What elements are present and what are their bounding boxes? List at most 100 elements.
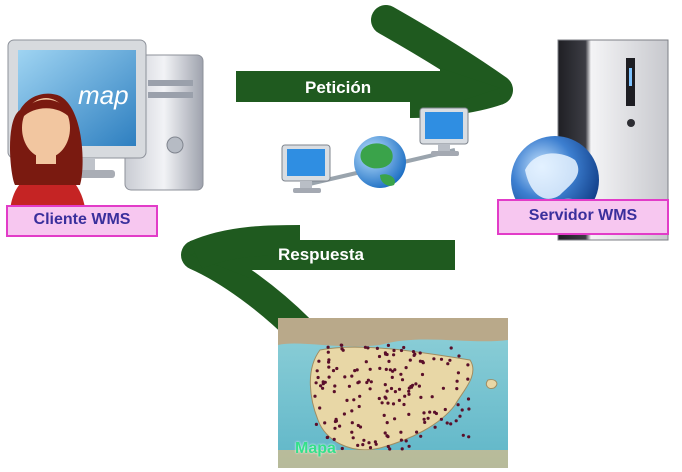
map-station-dot: [334, 417, 338, 421]
map-station-dot: [387, 359, 391, 363]
map-station-dot: [467, 407, 471, 411]
map-station-dot: [347, 384, 351, 388]
map-station-dot: [466, 363, 470, 367]
map-station-dot: [357, 380, 361, 384]
map-station-dot: [449, 346, 453, 350]
map-station-dot: [402, 345, 406, 350]
map-station-dot: [342, 412, 346, 416]
map-station-dot: [384, 367, 388, 371]
map-station-dot: [355, 368, 359, 372]
map-image: [278, 318, 508, 468]
map-station-dot: [441, 386, 445, 390]
map-station-dot: [327, 365, 331, 369]
map-station-dot: [418, 351, 422, 355]
map-station-dot: [385, 421, 389, 425]
map-station-dot: [393, 390, 397, 394]
map-station-dot: [399, 430, 403, 434]
map-station-dot: [356, 423, 360, 428]
map-station-dot: [423, 420, 427, 424]
map-station-dot: [368, 446, 373, 450]
map-caption: Mapa: [295, 440, 336, 457]
map-station-dot: [363, 345, 367, 349]
map-station-dot: [397, 398, 401, 402]
map-station-dot: [407, 412, 411, 416]
map-station-dot: [317, 359, 321, 363]
map-station-dot: [362, 438, 366, 442]
map-station-dot: [315, 369, 319, 373]
monitor-logo-text: map: [78, 80, 129, 110]
map-station-dot: [365, 380, 369, 385]
server-label: Servidor WMS: [497, 199, 669, 235]
map-station-dot: [439, 417, 443, 421]
map-station-dot: [343, 375, 347, 379]
map-station-dot: [460, 408, 464, 412]
map-station-dot: [331, 369, 336, 373]
map-station-dot: [351, 436, 355, 440]
map-station-dot: [386, 343, 390, 347]
map-station-dot: [319, 384, 323, 388]
client-label: Cliente WMS: [6, 205, 158, 237]
map-station-dot: [377, 396, 381, 401]
map-station-dot: [388, 447, 392, 451]
map-station-dot: [383, 431, 387, 435]
map-station-dot: [455, 387, 459, 391]
map-station-dot: [316, 375, 320, 380]
map-station-dot: [399, 348, 404, 353]
map-station-dot: [404, 366, 408, 370]
map-station-dot: [408, 358, 412, 362]
map-station-dot: [455, 379, 459, 383]
map-station-dot: [439, 357, 444, 361]
map-station-dot: [446, 362, 450, 366]
map-station-dot: [389, 386, 394, 391]
map-station-dot: [333, 384, 337, 388]
map-station-dot: [377, 354, 382, 359]
request-label: Petición: [305, 78, 372, 97]
map-station-dot: [340, 343, 344, 347]
map-station-dot: [374, 442, 378, 446]
network-monitor-left-icon: [281, 144, 331, 193]
map-station-dot: [391, 402, 396, 406]
map-station-dot: [388, 368, 392, 372]
map-station-dot: [407, 389, 411, 393]
map-station-dot: [314, 381, 318, 385]
map-station-dot: [430, 395, 434, 399]
map-station-dot: [340, 347, 344, 351]
map-station-dot: [397, 387, 402, 391]
map-station-dot: [318, 406, 322, 410]
map-station-dot: [461, 433, 465, 437]
map-station-dot: [390, 375, 394, 379]
map-station-dot: [457, 354, 461, 358]
map-station-dot: [467, 435, 471, 439]
map-station-dot: [411, 350, 416, 354]
map-station-dot: [373, 440, 377, 444]
map-station-dot: [375, 346, 379, 350]
map-station-dot: [428, 410, 432, 414]
map-station-dot: [384, 352, 388, 356]
map-station-dot: [400, 378, 405, 382]
map-station-dot: [404, 439, 408, 443]
map-station-dot: [456, 403, 460, 407]
map-station-dot: [321, 386, 325, 390]
map-station-dot: [422, 411, 426, 415]
map-station-dot: [422, 417, 426, 421]
map-station-dot: [456, 371, 460, 375]
response-label: Respuesta: [278, 245, 364, 264]
map-station-points: [313, 343, 471, 451]
map-station-dot: [368, 387, 372, 391]
map-station-dot: [420, 372, 425, 377]
map-station-dot: [407, 392, 411, 396]
map-station-dot: [417, 384, 421, 388]
map-station-dot: [323, 421, 327, 425]
map-station-dot: [403, 394, 407, 398]
map-station-dot: [357, 404, 361, 409]
map-station-dot: [367, 441, 371, 445]
map-station-dot: [332, 437, 336, 441]
map-station-dot: [466, 397, 471, 401]
user-icon: [10, 93, 86, 215]
map-station-dot: [350, 374, 354, 378]
map-station-dot: [321, 380, 325, 384]
map-station-dot: [350, 421, 354, 425]
map-station-dot: [399, 372, 403, 376]
map-station-dot: [449, 422, 453, 426]
map-station-dot: [400, 447, 404, 451]
